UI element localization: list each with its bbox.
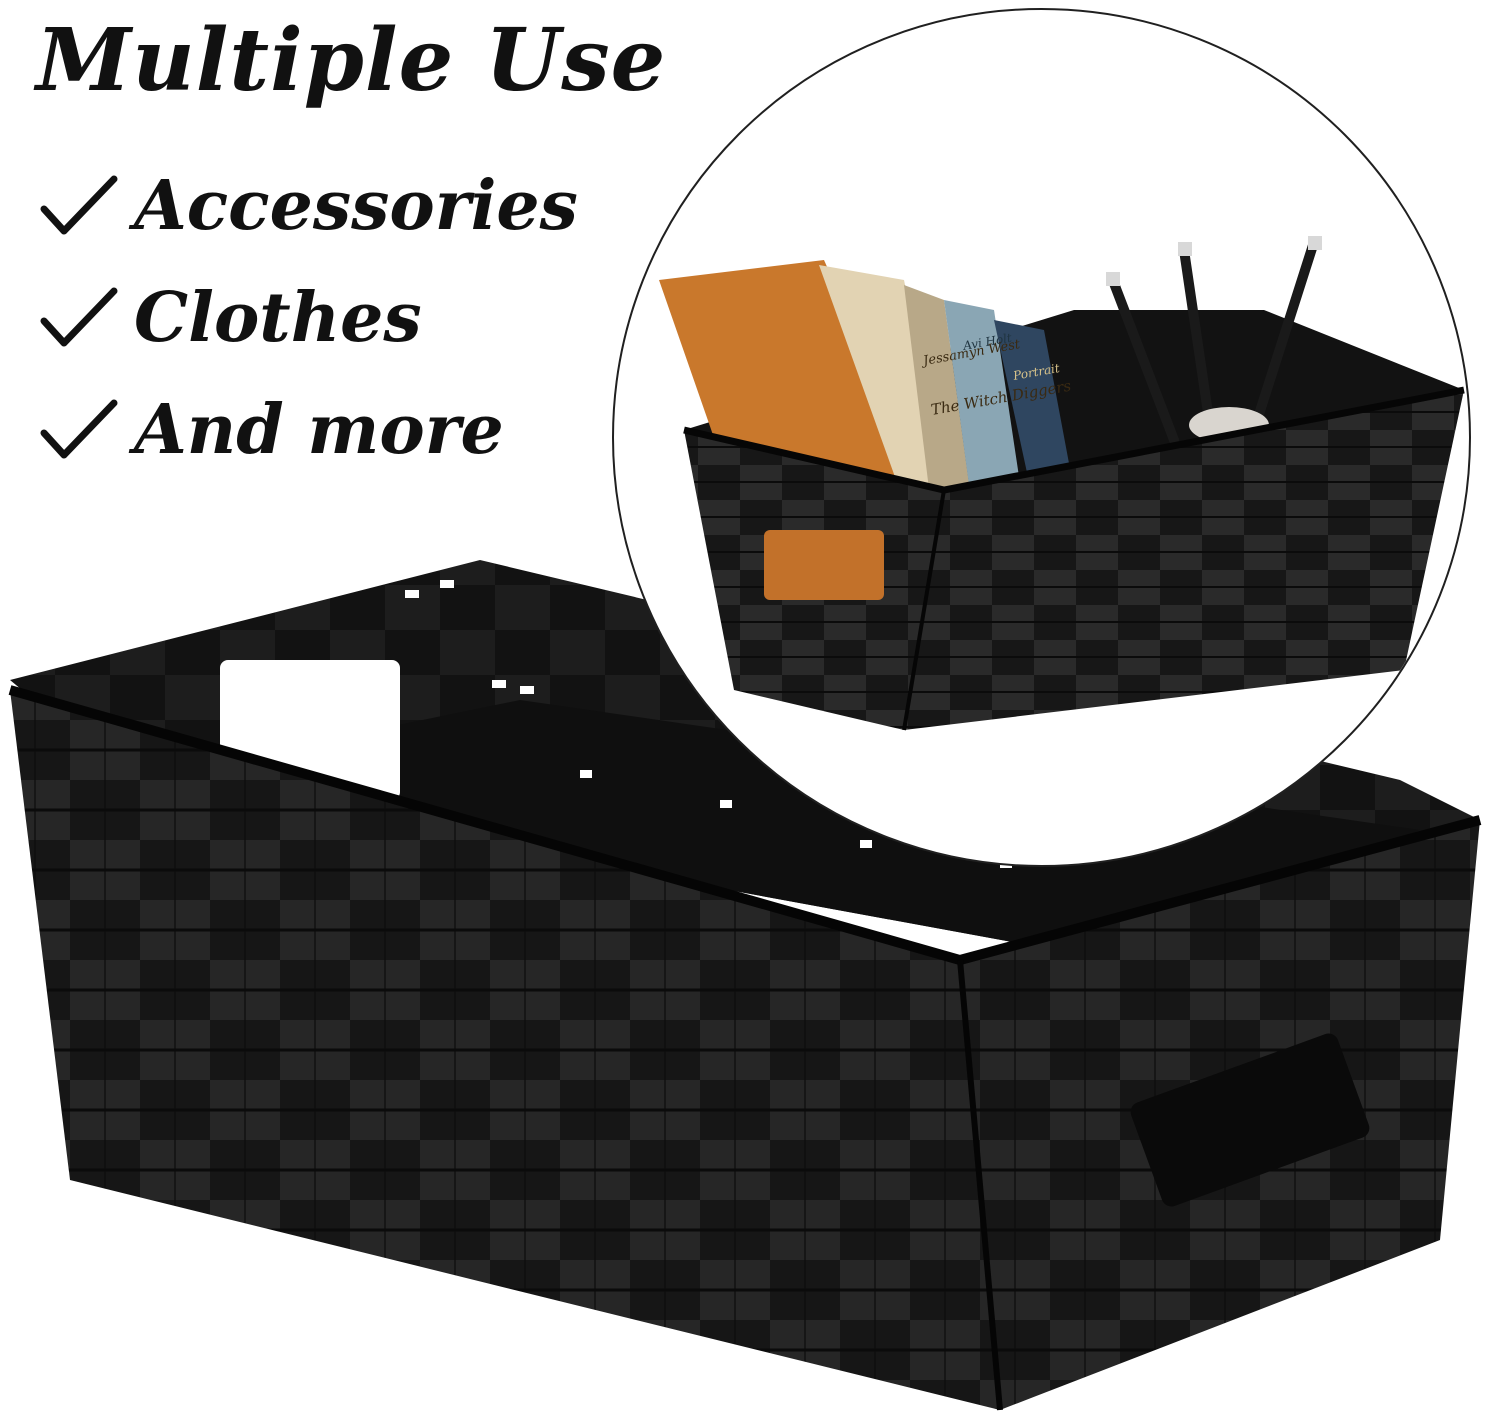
basket-with-books-image: Jessamyn West The Witch Diggers Avi Holt… xyxy=(659,236,1465,731)
headline: Multiple Use xyxy=(36,10,667,111)
use-item-and-more: And more xyxy=(40,374,578,486)
check-mark-icon xyxy=(40,399,118,459)
use-item-clothes: Clothes xyxy=(40,262,578,374)
use-list: Accessories Clothes And more xyxy=(40,150,578,486)
use-label: Accessories xyxy=(134,166,578,246)
use-item-accessories: Accessories xyxy=(40,150,578,262)
use-label: Clothes xyxy=(134,278,422,358)
check-mark-icon xyxy=(40,287,118,347)
inset-photo-circle: Jessamyn West The Witch Diggers Avi Holt… xyxy=(612,8,1471,867)
use-label: And more xyxy=(134,390,504,470)
check-mark-icon xyxy=(40,175,118,235)
